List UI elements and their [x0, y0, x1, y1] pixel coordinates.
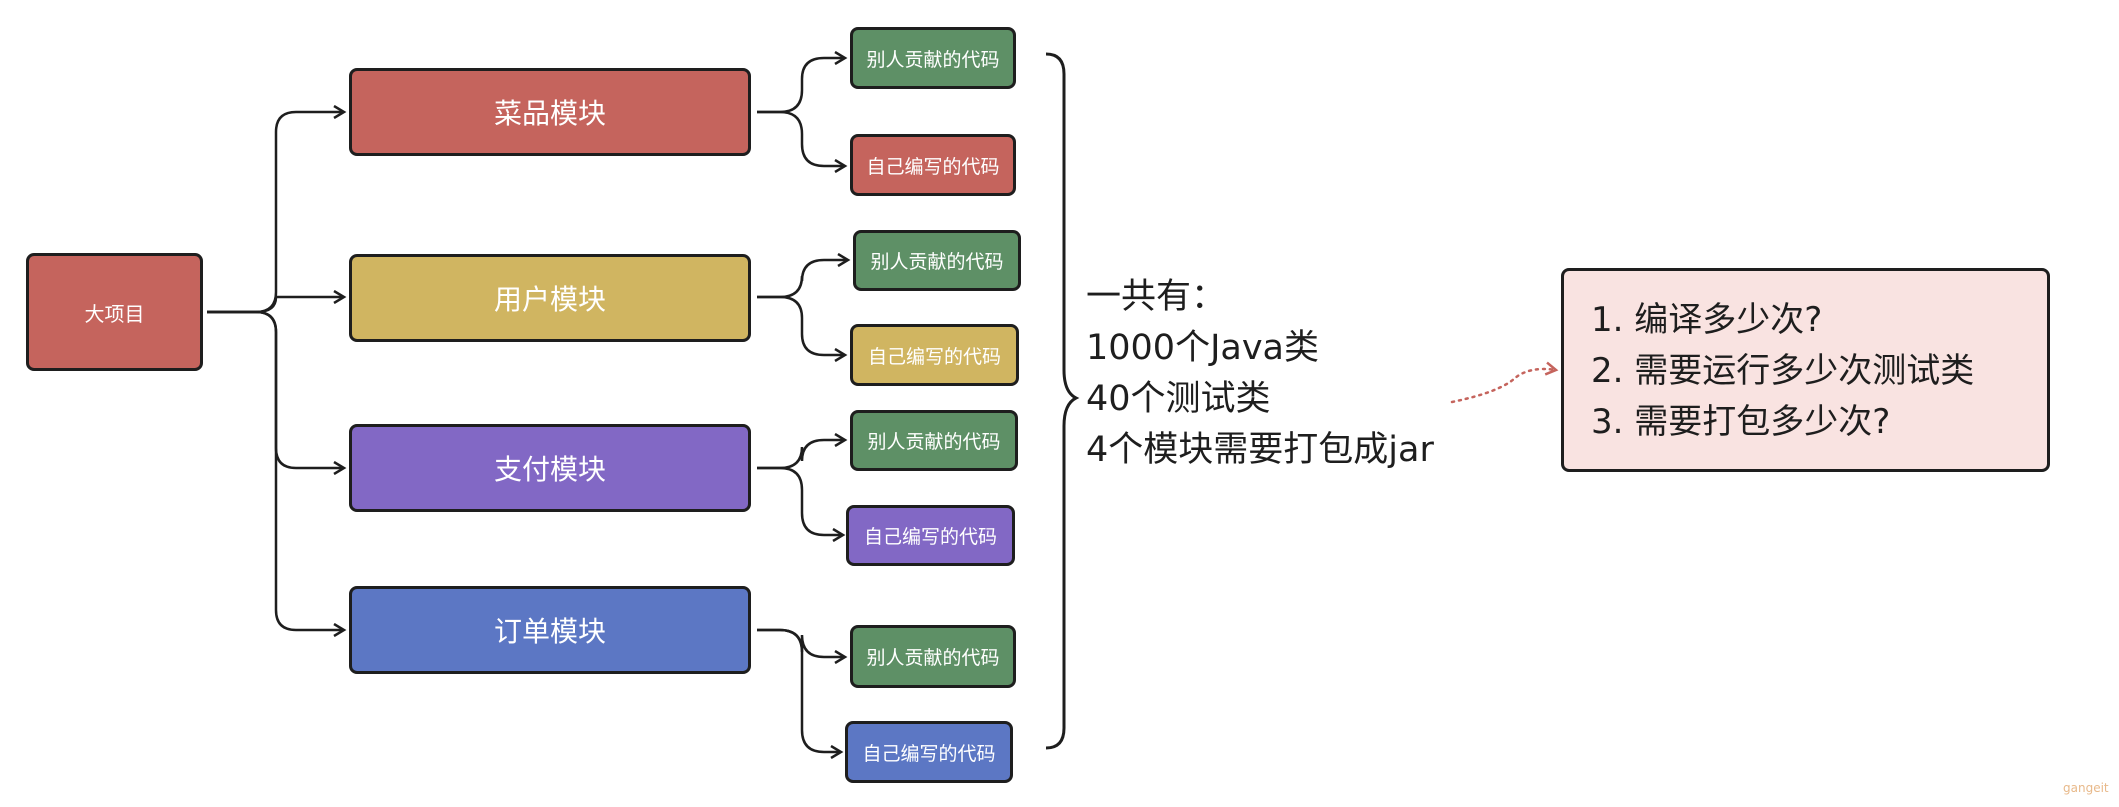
edge-m1-leaf-1	[757, 58, 845, 114]
module-node-3: 支付模块	[349, 424, 751, 512]
module-node-1: 菜品模块	[349, 68, 751, 156]
dotted-arrow	[1450, 369, 1556, 404]
leaf-own-code: 自己编写的代码	[850, 324, 1019, 386]
module-label: 订单模块	[493, 615, 606, 648]
leaf-label: 别人贡献的代码	[867, 431, 1001, 453]
leaf-label: 别人贡献的代码	[866, 48, 1000, 71]
leaf-own-code: 自己编写的代码	[845, 721, 1013, 783]
summary-line: 一共有：	[1086, 277, 1227, 317]
root-node: 大项目	[26, 253, 203, 371]
question-line: 1. 编译多少次?	[1591, 300, 1823, 340]
summary-text: 一共有： 1000个Java类 40个测试类 4个模块需要打包成jar	[1086, 272, 1434, 476]
summary-line: 1000个Java类	[1086, 328, 1320, 368]
module-label: 支付模块	[493, 453, 606, 486]
module-label: 菜品模块	[493, 97, 606, 130]
leaf-contributed-code: 别人贡献的代码	[853, 230, 1021, 291]
edge-root-module-4	[207, 310, 344, 630]
module-node-2: 用户模块	[349, 254, 751, 342]
edge-root-module-2	[207, 297, 344, 314]
edge-root-module-1	[207, 112, 344, 314]
edge-m4-leaf-2	[757, 628, 841, 752]
edge-m2-leaf-1	[757, 260, 848, 299]
questions-box: 1. 编译多少次? 2. 需要运行多少次测试类 3. 需要打包多少次?	[1561, 268, 2050, 472]
root-label: 大项目	[84, 301, 145, 326]
edge-m1-leaf-2	[757, 110, 845, 166]
leaf-label: 自己编写的代码	[863, 526, 997, 548]
leaf-contributed-code: 别人贡献的代码	[850, 27, 1016, 89]
leaf-contributed-code: 别人贡献的代码	[850, 410, 1018, 471]
leaf-own-code: 自己编写的代码	[850, 134, 1016, 196]
module-label: 用户模块	[493, 283, 606, 316]
module-node-4: 订单模块	[349, 586, 751, 674]
leaf-own-code: 自己编写的代码	[846, 505, 1015, 566]
edge-m3-leaf-2	[757, 466, 843, 535]
leaf-label: 自己编写的代码	[862, 742, 996, 765]
leaf-label: 别人贡献的代码	[866, 647, 1000, 669]
question-line: 3. 需要打包多少次?	[1591, 402, 1891, 442]
summary-brace	[1045, 52, 1080, 750]
summary-line: 40个测试类	[1086, 379, 1271, 419]
watermark: gangeit	[2063, 781, 2109, 795]
leaf-label: 别人贡献的代码	[870, 251, 1004, 273]
leaf-label: 自己编写的代码	[866, 155, 1000, 178]
edge-m2-leaf-2	[757, 295, 845, 355]
leaf-contributed-code: 别人贡献的代码	[850, 625, 1016, 688]
edge-m3-leaf-1	[757, 440, 845, 470]
summary-line: 4个模块需要打包成jar	[1086, 430, 1434, 470]
leaf-label: 自己编写的代码	[867, 345, 1001, 368]
question-line: 2. 需要运行多少次测试类	[1591, 351, 1975, 391]
